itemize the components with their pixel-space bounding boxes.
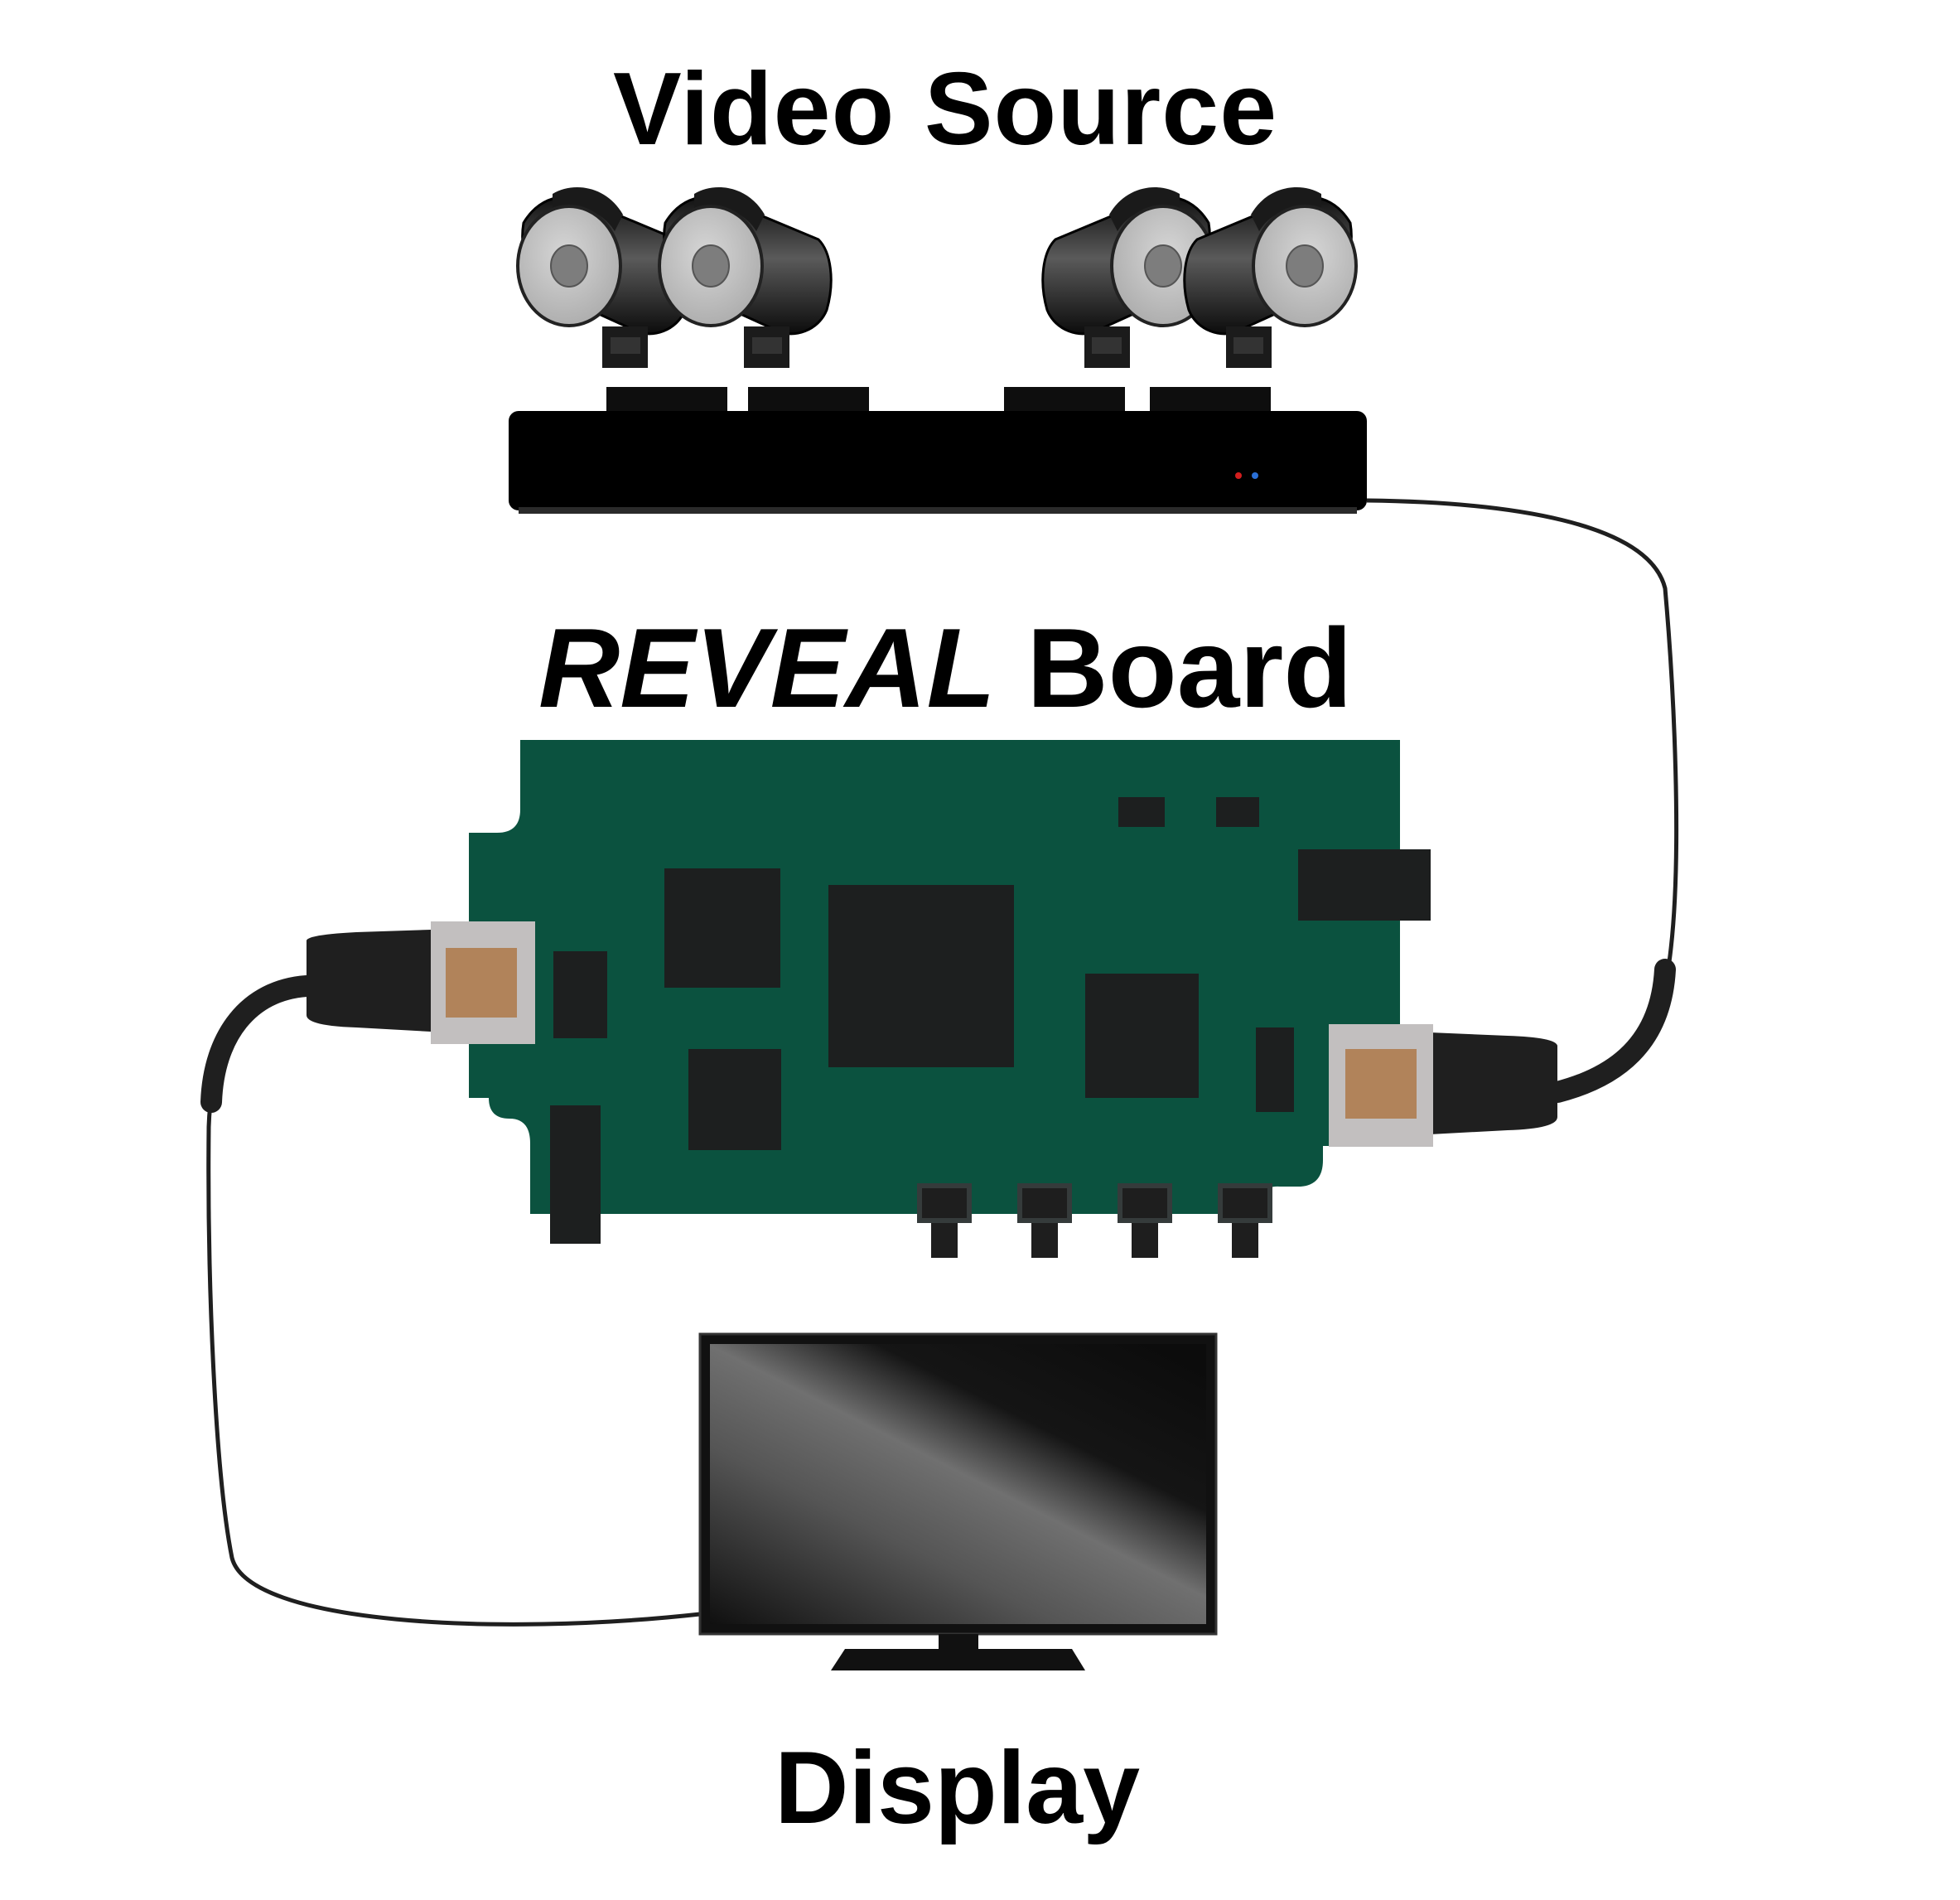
cable-source-to-board: [1366, 498, 1679, 1095]
display-label: Display: [775, 1731, 1141, 1845]
hdmi-plug-left: [307, 921, 535, 1044]
status-led-blue: [1252, 472, 1258, 479]
reveal-board-label: REVEAL Board: [538, 612, 1352, 724]
status-led-red: [1235, 472, 1242, 479]
video-source-label: Video Source: [613, 52, 1278, 167]
reveal-board-label-rest: Board: [1026, 605, 1353, 731]
dvr-box-icon: [509, 411, 1367, 514]
monitor-icon: [698, 1332, 1218, 1670]
camera-mounts: [606, 387, 1271, 413]
cable-end-right: [1547, 959, 1676, 1103]
security-camera-icon: [516, 186, 1358, 370]
reveal-board-label-italic: REVEAL: [538, 605, 996, 731]
cable-end-left: [200, 975, 317, 1113]
circuit-board-icon: [469, 740, 1431, 1258]
hdmi-plug-right: [1329, 1024, 1557, 1147]
